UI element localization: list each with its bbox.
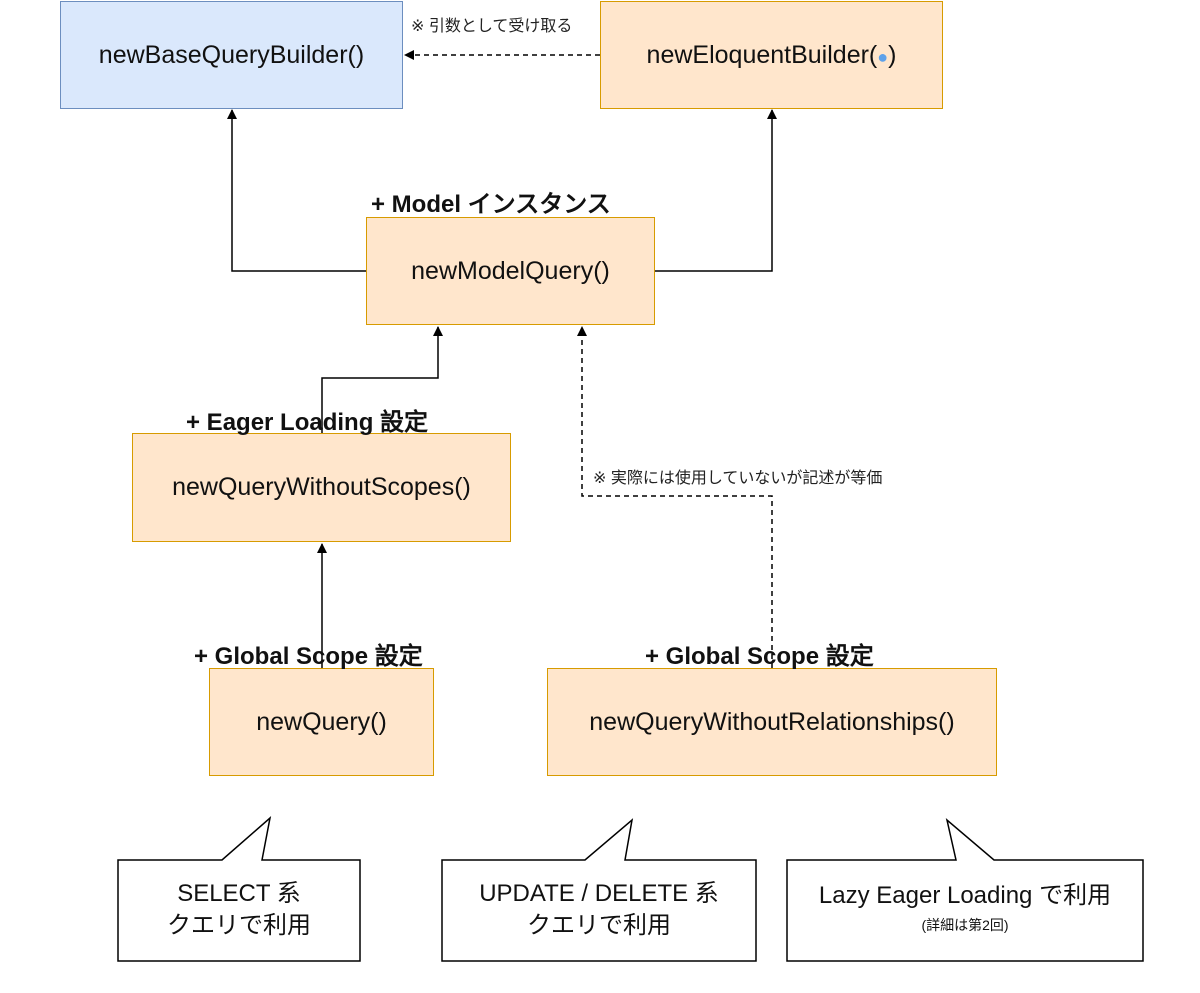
edge-modelquery-to-eloquentbuilder <box>655 109 777 272</box>
edge-modelquery-to-basequerybuilder <box>227 109 366 272</box>
callout-lazy-shape <box>786 817 1144 962</box>
node-label: newBaseQueryBuilder() <box>98 40 365 69</box>
node-label: newEloquentBuilder(●) <box>646 40 897 69</box>
callout-select-shape <box>117 816 361 962</box>
node-new-eloquent-builder: newEloquentBuilder(●) <box>600 1 943 109</box>
callout-select-text: SELECT 系 クエリで利用 <box>167 880 311 939</box>
node-new-model-query: newModelQuery() <box>366 217 655 325</box>
edge-querywithoutscopes-to-modelquery <box>321 326 443 433</box>
callout-update-shape <box>441 818 757 962</box>
node-label: newQueryWithoutScopes() <box>172 473 471 501</box>
node-new-query-without-scopes: newQueryWithoutScopes() <box>132 433 511 542</box>
node-label: newModelQuery() <box>411 256 610 285</box>
callout-lazy-text: Lazy Eager Loading で利用 (詳細は第2回) <box>818 882 1112 933</box>
argument-dot-icon: ● <box>877 46 889 67</box>
node-new-query-without-relationships: newQueryWithoutRelationships() <box>547 668 997 776</box>
label-global-scope-right: + Global Scope 設定 <box>645 643 874 670</box>
note-receive-argument: ※ 引数として受け取る <box>411 18 573 35</box>
node-new-query: newQuery() <box>209 668 434 776</box>
edge-querywithoutrelationships-to-modelquery <box>577 326 773 668</box>
note-equivalent: ※ 実際には使用していないが記述が等価 <box>593 470 883 487</box>
node-new-base-query-builder: newBaseQueryBuilder() <box>60 1 403 109</box>
label-eager-loading: + Eager Loading 設定 <box>186 409 429 436</box>
callout-update-text: UPDATE / DELETE 系 クエリで利用 <box>479 880 719 939</box>
node-label: newQuery() <box>256 707 387 736</box>
label-global-scope-left: + Global Scope 設定 <box>194 643 423 670</box>
node-label: newQueryWithoutRelationships() <box>589 707 955 736</box>
label-model-instance: + Model インスタンス <box>371 191 611 218</box>
